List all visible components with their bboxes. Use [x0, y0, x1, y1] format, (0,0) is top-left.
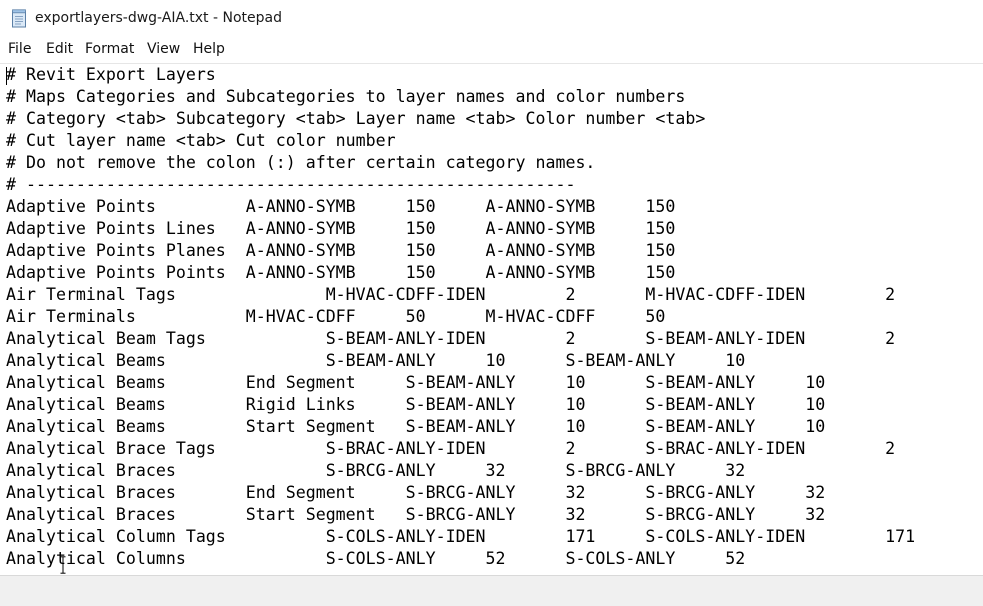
text-line: Air Terminal Tags M-HVAC-CDFF-IDEN 2 M-H… [6, 285, 896, 304]
text-line: Analytical Column Tags S-COLS-ANLY-IDEN … [6, 527, 916, 546]
menu-edit[interactable]: Edit [46, 41, 74, 57]
notepad-icon [12, 9, 26, 28]
text-line: # Revit Export Layers [6, 65, 216, 84]
text-caret [6, 67, 7, 85]
text-line: Analytical Columns S-COLS-ANLY 52 S-COLS… [6, 549, 746, 568]
text-line: Analytical Braces S-BRCG-ANLY 32 S-BRCG-… [6, 461, 746, 480]
text-line: Adaptive Points A-ANNO-SYMB 150 A-ANNO-S… [6, 197, 676, 216]
text-line: Analytical Brace Tags S-BRAC-ANLY-IDEN 2… [6, 439, 896, 458]
text-line: Analytical Beam Tags S-BEAM-ANLY-IDEN 2 … [6, 329, 896, 348]
menu-help[interactable]: Help [193, 41, 225, 57]
text-line: Air Terminals M-HVAC-CDFF 50 M-HVAC-CDFF… [6, 307, 666, 326]
menu-file[interactable]: File [8, 41, 32, 57]
text-line: Analytical Braces Start Segment S-BRCG-A… [6, 505, 826, 524]
ibeam-cursor-icon [60, 556, 66, 574]
text-line: # Do not remove the colon (:) after cert… [6, 153, 596, 172]
text-line: # Maps Categories and Subcategories to l… [6, 87, 686, 106]
text-line: Analytical Beams Rigid Links S-BEAM-ANLY… [6, 395, 826, 414]
menu-bar: File Edit Format View Help [0, 38, 983, 62]
text-line: Analytical Beams End Segment S-BEAM-ANLY… [6, 373, 826, 392]
window-title: exportlayers-dwg-AIA.txt - Notepad [35, 10, 282, 26]
text-line: Adaptive Points Lines A-ANNO-SYMB 150 A-… [6, 219, 676, 238]
text-line: Analytical Beams S-BEAM-ANLY 10 S-BEAM-A… [6, 351, 746, 370]
text-line: Adaptive Points Planes A-ANNO-SYMB 150 A… [6, 241, 676, 260]
text-line: # Cut layer name <tab> Cut color number [6, 131, 396, 150]
text-line: Analytical Braces End Segment S-BRCG-ANL… [6, 483, 826, 502]
title-bar[interactable]: exportlayers-dwg-AIA.txt - Notepad [0, 0, 983, 38]
menu-format[interactable]: Format [85, 41, 135, 57]
menu-view[interactable]: View [147, 41, 181, 57]
text-line: # --------------------------------------… [6, 175, 576, 194]
text-editor[interactable]: # Revit Export Layers # Maps Categories a… [0, 63, 983, 576]
text-line: Analytical Beams Start Segment S-BEAM-AN… [6, 417, 826, 436]
text-line: # Category <tab> Subcategory <tab> Layer… [6, 109, 706, 128]
status-bar [0, 575, 983, 606]
editor-text: # Revit Export Layers # Maps Categories a… [6, 64, 915, 570]
text-line: Adaptive Points Points A-ANNO-SYMB 150 A… [6, 263, 676, 282]
